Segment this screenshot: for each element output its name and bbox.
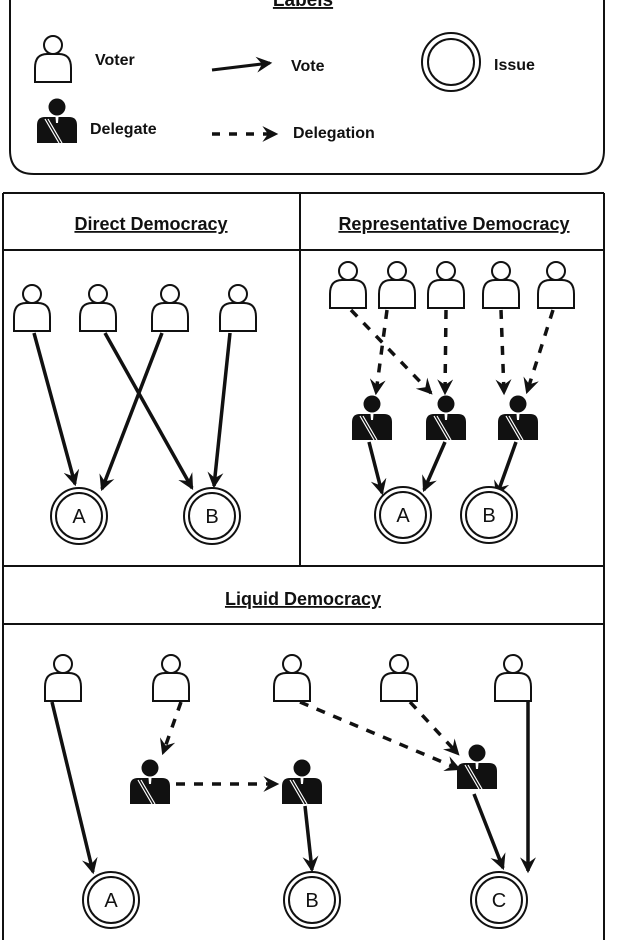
issue-A: A [374, 486, 432, 544]
voter-v3 [273, 654, 311, 702]
voter-v1 [13, 284, 51, 332]
voter-v2 [79, 284, 117, 332]
vote-arrow-d1-to-A [367, 441, 387, 496]
vote-arrow-d3-to-B [494, 441, 518, 498]
legend: Labels Voter Vote Issue Delegate Delegat… [9, 0, 605, 175]
issue-label: B [305, 890, 318, 912]
voter-v5 [537, 261, 575, 309]
issue-B: B [283, 871, 341, 929]
vote-arrow-v1-to-A [50, 701, 98, 875]
issue-label: A [104, 890, 118, 912]
legend-label-vote: Vote [291, 58, 325, 75]
panel-liquid-democracy: A B C [44, 654, 536, 929]
issue-icon [421, 32, 481, 92]
delegate-d2 [282, 759, 322, 805]
delegation-arrow-v2-to-d1 [160, 701, 183, 756]
issue-B: B [183, 487, 241, 545]
delegation-arrow-v1-to-d2 [349, 308, 433, 395]
delegation-arrow-v3-to-d2 [437, 309, 454, 396]
panel-title-direct: Direct Democracy [74, 214, 227, 234]
issue-A: A [50, 487, 108, 545]
panel-title-liquid: Liquid Democracy [225, 589, 381, 609]
delegation-arrow-v2-to-d1 [369, 309, 389, 396]
edges [50, 700, 536, 875]
delegation-arrow-v4-to-d3 [495, 309, 512, 396]
legend-label-delegate: Delegate [90, 121, 157, 138]
delegation-arrow-v5-to-d3 [523, 309, 555, 395]
delegate-d1 [130, 759, 170, 805]
voter-v5 [494, 654, 532, 702]
voter-v3 [427, 261, 465, 309]
vote-arrow-d3-to-C [472, 793, 506, 871]
voter-v2 [152, 654, 190, 702]
vote-arrow-icon [211, 56, 273, 73]
issue-label: C [492, 890, 506, 912]
delegate-d3 [457, 744, 497, 790]
vote-arrow-v2-to-B [103, 332, 194, 490]
vote-arrow-v3-to-A [99, 332, 164, 492]
issue-label: A [72, 506, 86, 528]
panels-frame [2, 192, 605, 940]
voter-v3 [151, 284, 189, 332]
legend-label-voter: Voter [95, 52, 135, 69]
delegate-d1 [352, 395, 392, 441]
delegate-d2 [426, 395, 466, 441]
delegate-d3 [498, 395, 538, 441]
issue-label: B [205, 506, 218, 528]
issue-B: B [460, 486, 518, 544]
voter-v2 [378, 261, 416, 309]
voter-v1 [329, 261, 367, 309]
issue-label: A [396, 505, 410, 527]
delegate-icon [37, 98, 77, 144]
delegation-arrow-v3-to-d3 [299, 700, 462, 772]
vote-arrow-d2-to-B [302, 805, 319, 873]
vote-arrow-v1-to-A [32, 332, 80, 487]
legend-label-delegation: Delegation [293, 125, 375, 142]
issue-C: C [470, 871, 528, 929]
edges [32, 332, 232, 492]
voter-icon [34, 35, 72, 83]
voter-v4 [380, 654, 418, 702]
legend-voter-icon [34, 35, 72, 83]
issue-A: A [82, 871, 140, 929]
vote-arrow-d2-to-A [422, 441, 447, 493]
voter-v1 [44, 654, 82, 702]
voter-v4 [219, 284, 257, 332]
legend-delegate-icon [37, 98, 77, 144]
panel-title-representative: Representative Democracy [338, 214, 569, 234]
vote-arrow-v4-to-B [207, 332, 232, 489]
issue-label: B [482, 505, 495, 527]
delegation-arrow-v4-to-d3 [408, 700, 460, 756]
legend-border [9, 0, 605, 175]
edges [349, 308, 555, 498]
legend-title: Labels [273, 0, 333, 11]
nodes: A B C [44, 654, 532, 929]
voter-v4 [482, 261, 520, 309]
legend-label-issue: Issue [494, 57, 535, 74]
